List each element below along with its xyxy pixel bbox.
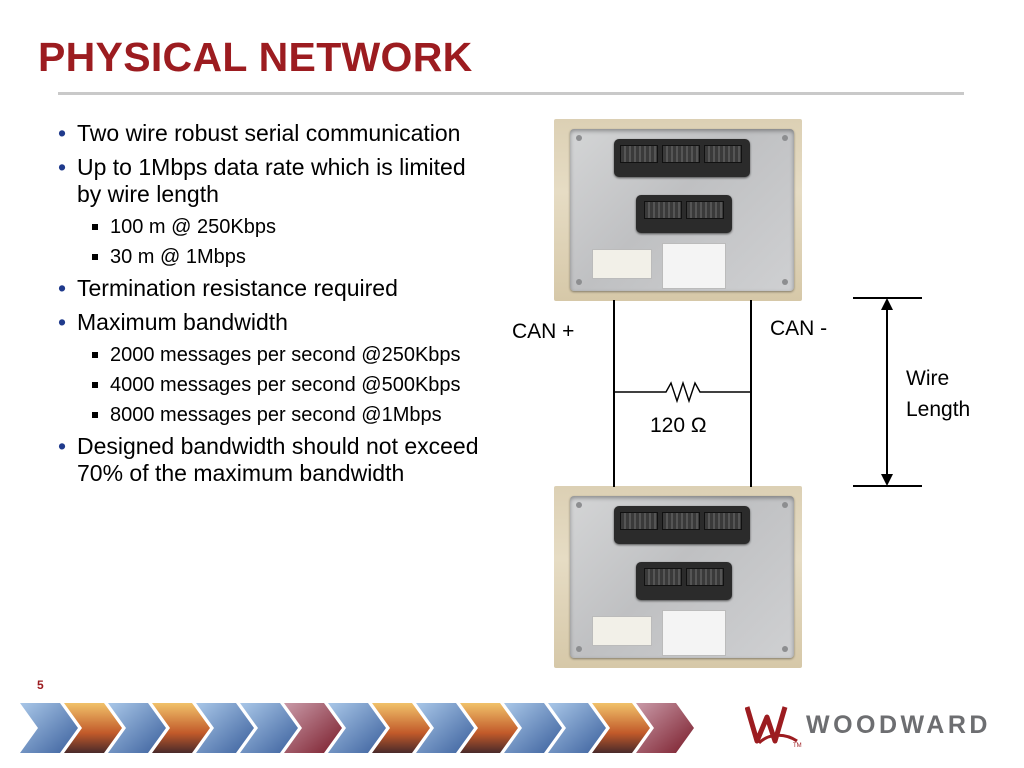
chevron-arrow-icon [328, 703, 386, 753]
wire-length-label-line2: Length [906, 398, 971, 421]
brand-wordmark: WOODWARD [806, 711, 991, 739]
sub-bullet-item: 2000 messages per second @250Kbps [91, 343, 488, 367]
chevron-arrow-icon [152, 703, 210, 753]
connector-icon [614, 506, 750, 544]
bullet-dot-icon: • [58, 433, 67, 459]
square-bullet-icon [92, 254, 98, 260]
resistor-value-label: 120 Ω [650, 414, 707, 437]
bullet-item: •Termination resistance required [58, 275, 398, 301]
connector-icon [614, 139, 750, 177]
woodward-logo-icon: TM [745, 706, 802, 749]
title-divider [58, 92, 964, 95]
chevron-arrow-icon [240, 703, 298, 753]
bullet-dot-icon: • [58, 120, 67, 146]
chevron-arrow-icon [196, 703, 254, 753]
sub-bullet-item: 100 m @ 250Kbps [91, 215, 488, 239]
square-bullet-icon [92, 412, 98, 418]
bullet-list: •Two wire robust serial communication •U… [58, 120, 488, 494]
sub-bullet-item: 4000 messages per second @500Kbps [91, 373, 488, 397]
decorative-image-strip [20, 703, 694, 753]
chevron-arrow-icon [460, 703, 518, 753]
svg-text:TM: TM [793, 743, 802, 749]
wire-length-label-line1: Wire [906, 367, 950, 390]
bullet-item: •Maximum bandwidth [58, 309, 288, 335]
chevron-arrow-icon [108, 703, 166, 753]
chevron-arrow-icon [592, 703, 650, 753]
product-label-icon [662, 243, 726, 289]
chevron-arrow-icon [416, 703, 474, 753]
sub-bullet-item: 8000 messages per second @1Mbps [91, 403, 488, 427]
square-bullet-icon [92, 382, 98, 388]
product-label-icon [592, 249, 652, 279]
connector-icon [636, 562, 732, 600]
chevron-arrow-icon [64, 703, 122, 753]
resistor-icon [614, 380, 751, 404]
bullet-dot-icon: • [58, 309, 67, 335]
product-label-icon [592, 616, 652, 646]
bullet-item: •Designed bandwidth should not exceed 70… [58, 433, 479, 486]
bullet-dot-icon: • [58, 275, 67, 301]
ecu-housing [570, 496, 794, 658]
can-plus-label: CAN + [512, 320, 575, 343]
sub-bullet-item: 30 m @ 1Mbps [91, 245, 488, 269]
chevron-arrow-icon [284, 703, 342, 753]
connector-icon [636, 195, 732, 233]
chevron-arrow-icon [636, 703, 694, 753]
arrowhead-down-icon [881, 474, 893, 486]
bullet-item: •Two wire robust serial communication [58, 120, 461, 146]
bullet-dot-icon: • [58, 154, 67, 180]
chevron-arrow-icon [372, 703, 430, 753]
ecu-housing [570, 129, 794, 291]
chevron-arrow-icon [504, 703, 562, 753]
square-bullet-icon [92, 352, 98, 358]
chevron-arrow-icon [20, 703, 78, 753]
square-bullet-icon [92, 224, 98, 230]
can-minus-label: CAN - [770, 317, 828, 340]
bullet-item: •Up to 1Mbps data rate which is limited … [58, 154, 466, 207]
ecu-module-photo-bottom [554, 486, 802, 668]
product-label-icon [662, 610, 726, 656]
ecu-module-photo-top [554, 119, 802, 301]
arrowhead-up-icon [881, 298, 893, 310]
page-number: 5 [37, 678, 44, 692]
chevron-arrow-icon [548, 703, 606, 753]
slide-title: PHYSICAL NETWORK [38, 34, 473, 80]
